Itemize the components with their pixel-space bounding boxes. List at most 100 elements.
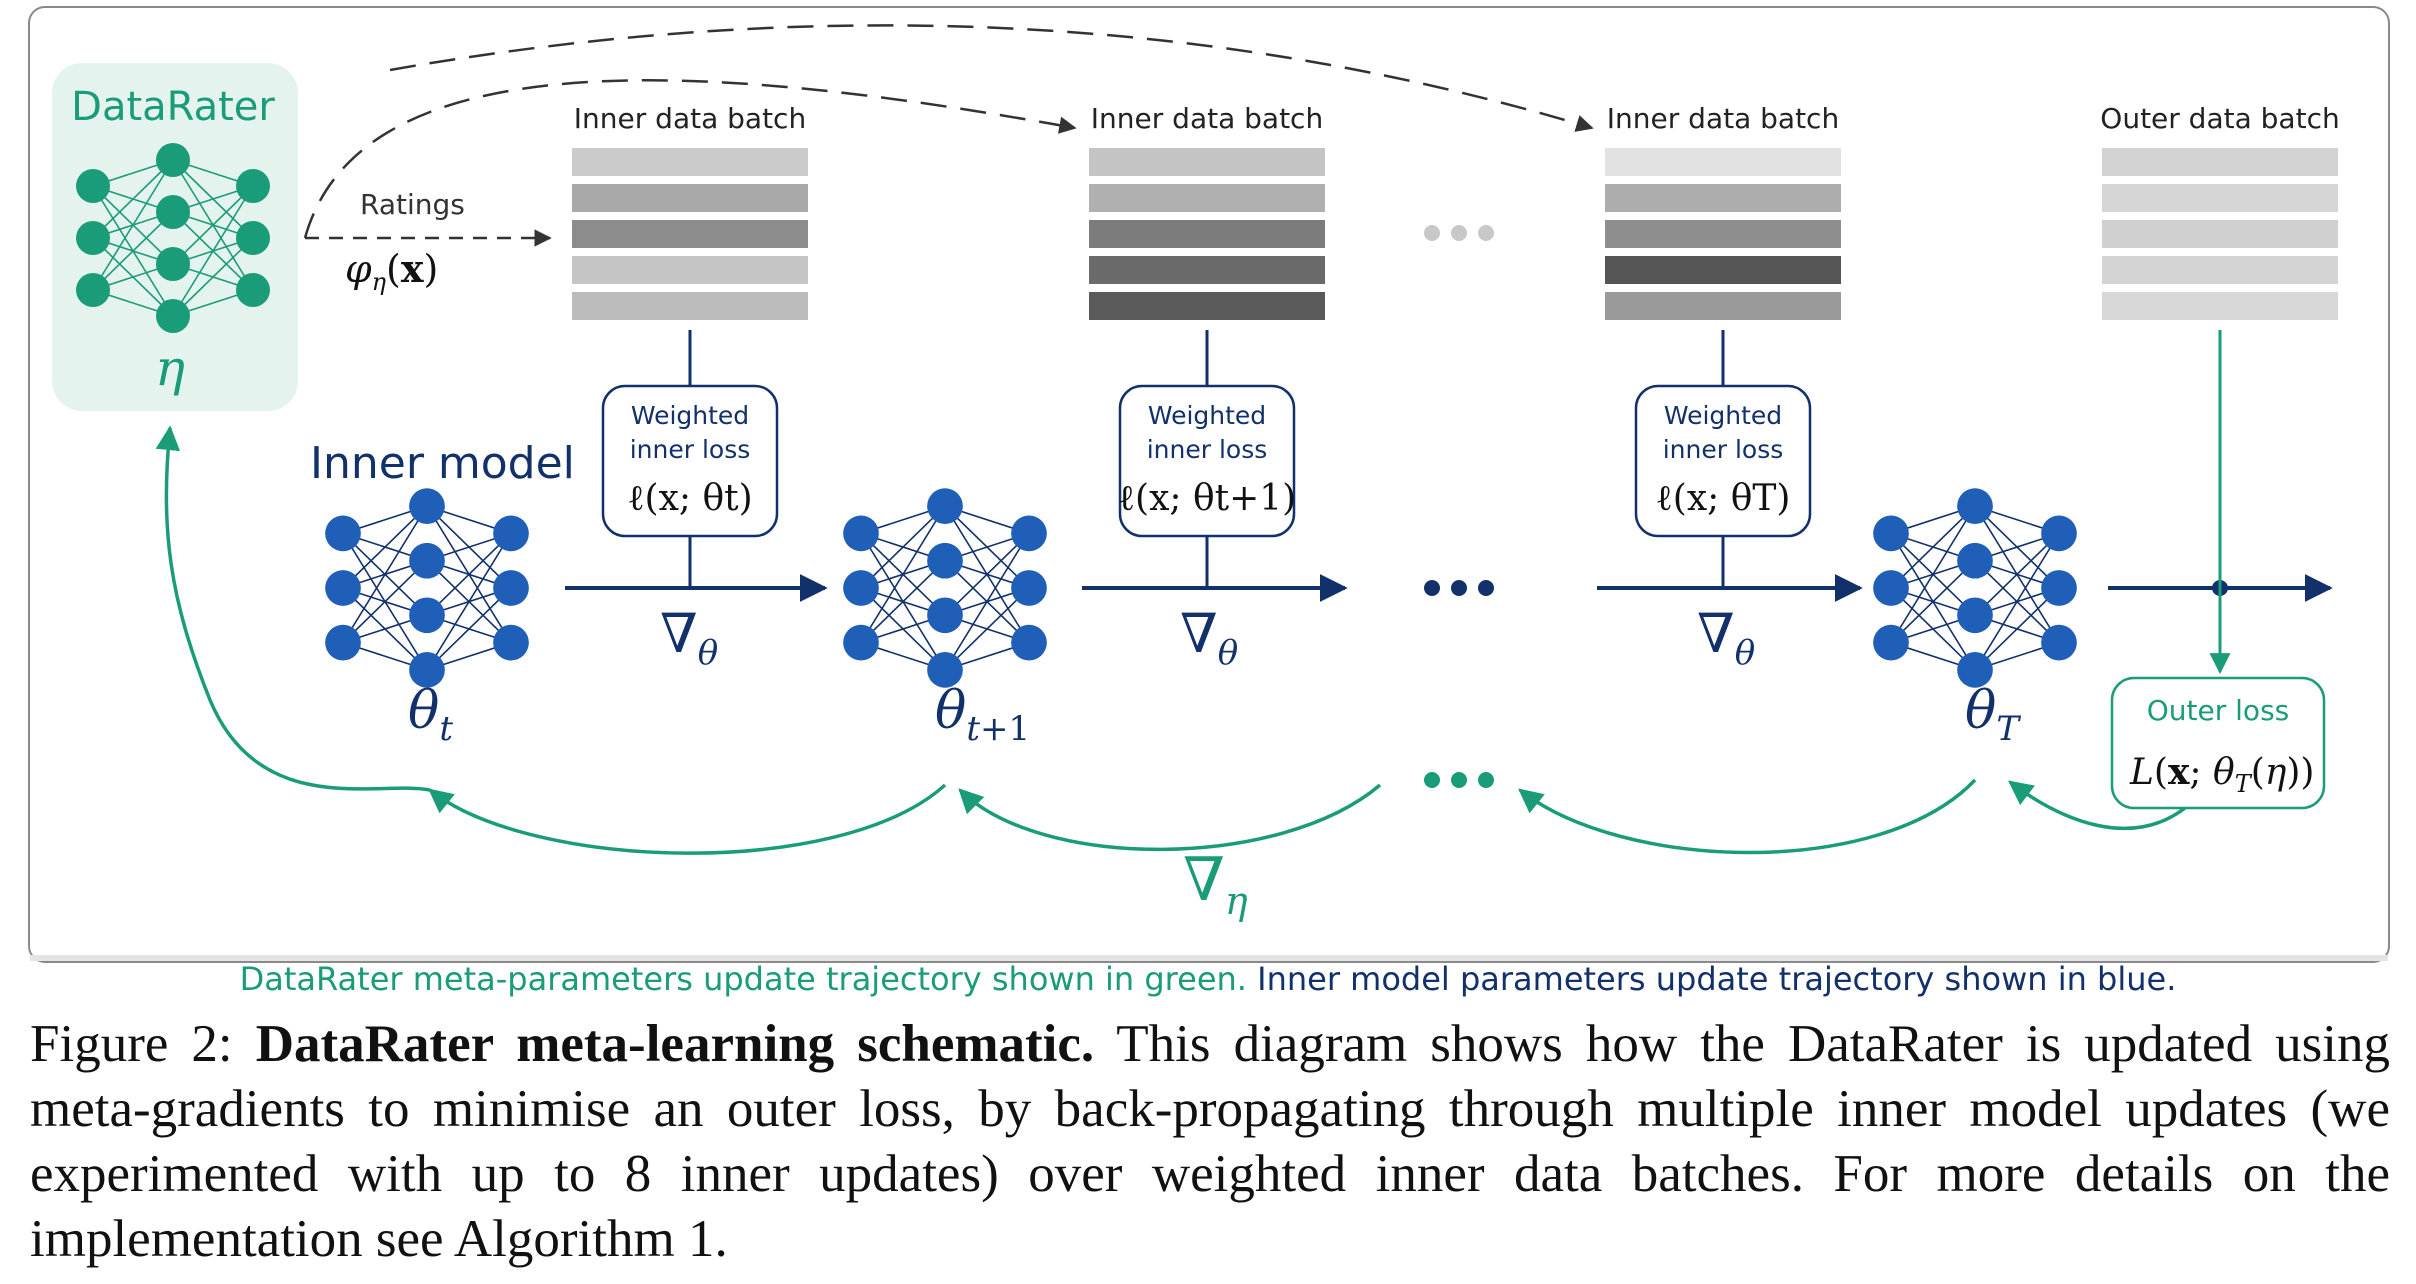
datarater-edge bbox=[92, 211, 174, 291]
backprop-arrow-outer bbox=[2008, 780, 2187, 831]
loss-box-line1: Weighted bbox=[631, 401, 749, 430]
inner-model-node bbox=[493, 624, 529, 661]
batch-row bbox=[1605, 148, 1841, 176]
inner-model-edge bbox=[860, 505, 946, 589]
inner-model-2 bbox=[843, 488, 1047, 688]
ratings-label: Ratings bbox=[360, 188, 465, 221]
batch-row bbox=[572, 148, 808, 176]
inner-model-node bbox=[843, 515, 879, 552]
batch-row bbox=[1089, 184, 1325, 212]
loss-box-line1: Weighted bbox=[1664, 401, 1782, 430]
batch-row bbox=[1089, 148, 1325, 176]
datarater-node bbox=[76, 221, 110, 255]
loss-box-formula: ℓ(x; θt) bbox=[627, 478, 752, 519]
batch-row bbox=[2102, 148, 2338, 176]
inner-model-node bbox=[2041, 570, 2077, 606]
inner-model-node bbox=[1011, 515, 1047, 552]
inner-model-edge bbox=[1974, 587, 2060, 671]
weighted-loss-box-2: Weighted inner loss ℓ(x; θt+1) bbox=[1118, 384, 1296, 538]
inner-model-edge bbox=[426, 587, 512, 671]
batch-row bbox=[572, 184, 808, 212]
batch-label: Outer data batch bbox=[2100, 102, 2339, 135]
data-batch-3: Inner data batch bbox=[1605, 102, 1841, 320]
datarater-network bbox=[76, 143, 270, 333]
batch-row bbox=[1089, 256, 1325, 284]
batch-row bbox=[2102, 256, 2338, 284]
inner-model-node bbox=[1011, 570, 1047, 606]
inner-model-node bbox=[927, 652, 963, 688]
batch-row bbox=[1089, 220, 1325, 248]
inner-model-node bbox=[843, 570, 879, 606]
inner-model-node bbox=[325, 624, 361, 661]
inner-model-node bbox=[409, 597, 445, 634]
datarater-edge bbox=[172, 185, 254, 265]
inner-model-node bbox=[325, 570, 361, 606]
loss-box-line2: inner loss bbox=[1663, 435, 1784, 464]
inner-model-node bbox=[927, 597, 963, 634]
caption-prefix: Figure 2: bbox=[30, 1015, 256, 1073]
legend-shade bbox=[30, 956, 2388, 957]
datarater-edge bbox=[172, 185, 254, 317]
inner-model-1 bbox=[325, 488, 529, 688]
datarater-edge bbox=[172, 237, 254, 317]
batch-row bbox=[2102, 184, 2338, 212]
datarater-node bbox=[156, 299, 190, 333]
datarater-node bbox=[156, 195, 190, 229]
loss-box-formula: ℓ(x; θt+1) bbox=[1118, 478, 1296, 519]
loss-box-frame bbox=[601, 384, 779, 538]
caption-bold: DataRater meta-learning schematic. bbox=[255, 1015, 1095, 1073]
inner-model-edge bbox=[426, 532, 512, 671]
inner-model-node bbox=[2041, 515, 2077, 552]
legend-row bbox=[30, 955, 2388, 956]
inner-model-edge bbox=[342, 505, 428, 644]
datarater-node bbox=[236, 169, 270, 203]
datarater-title: DataRater bbox=[71, 84, 275, 130]
legend-blue: Inner model parameters update trajectory… bbox=[1257, 960, 2176, 998]
inner-model-edge bbox=[1890, 505, 1976, 644]
legend-text: DataRater meta-parameters update traject… bbox=[240, 960, 2177, 998]
inner-model-node bbox=[325, 515, 361, 552]
batch-row bbox=[1605, 292, 1841, 320]
caption-body: This diagram shows how the DataRater is … bbox=[30, 1015, 2390, 1268]
inner-model-node bbox=[1957, 652, 1993, 688]
inner-model-edge bbox=[860, 505, 946, 644]
data-batch-4: Outer data batch bbox=[2100, 102, 2340, 320]
datarater-edge bbox=[92, 159, 174, 291]
inner-model-edge bbox=[1890, 505, 1976, 589]
batch-row bbox=[1089, 292, 1325, 320]
backprop-arrow-3 bbox=[958, 783, 1382, 852]
inner-model-edge bbox=[1974, 532, 2060, 616]
batch-label: Inner data batch bbox=[1607, 102, 1839, 135]
inner-model-edge bbox=[1974, 532, 2060, 671]
inner-model-edge bbox=[860, 560, 946, 644]
grad-theta-1: ∇θ bbox=[660, 602, 718, 673]
inner-model-edge bbox=[944, 532, 1030, 671]
figure-caption: Figure 2: DataRater meta-learning schema… bbox=[30, 1012, 2390, 1272]
inner-model-node bbox=[843, 624, 879, 661]
loss-box-frame bbox=[1634, 384, 1812, 538]
data-batch-1: Inner data batch bbox=[572, 102, 808, 320]
inner-model-edge bbox=[426, 532, 512, 616]
loss-box-line2: inner loss bbox=[1147, 435, 1268, 464]
inner-model-node bbox=[493, 570, 529, 606]
datarater-node bbox=[236, 221, 270, 255]
data-batch-2: Inner data batch bbox=[1089, 102, 1325, 320]
inner-model-node bbox=[1957, 597, 1993, 634]
backprop-arrow-2 bbox=[428, 783, 947, 855]
datarater-node bbox=[76, 273, 110, 307]
batch-row bbox=[1605, 256, 1841, 284]
inner-model-node bbox=[1873, 624, 1909, 661]
loss-box-line1: Weighted bbox=[1148, 401, 1266, 430]
inner-model-edge bbox=[342, 505, 428, 589]
ratings-formula: φη(x) bbox=[345, 246, 438, 296]
inner-model-node bbox=[1957, 488, 1993, 524]
batch-label: Inner data batch bbox=[574, 102, 806, 135]
batch-row bbox=[572, 220, 808, 248]
inner-model-edge bbox=[944, 532, 1030, 616]
backprop-ellipsis bbox=[1424, 772, 1494, 788]
loss-box-frame bbox=[1118, 384, 1296, 538]
inner-model-node bbox=[927, 488, 963, 524]
inner-model-node bbox=[409, 542, 445, 579]
